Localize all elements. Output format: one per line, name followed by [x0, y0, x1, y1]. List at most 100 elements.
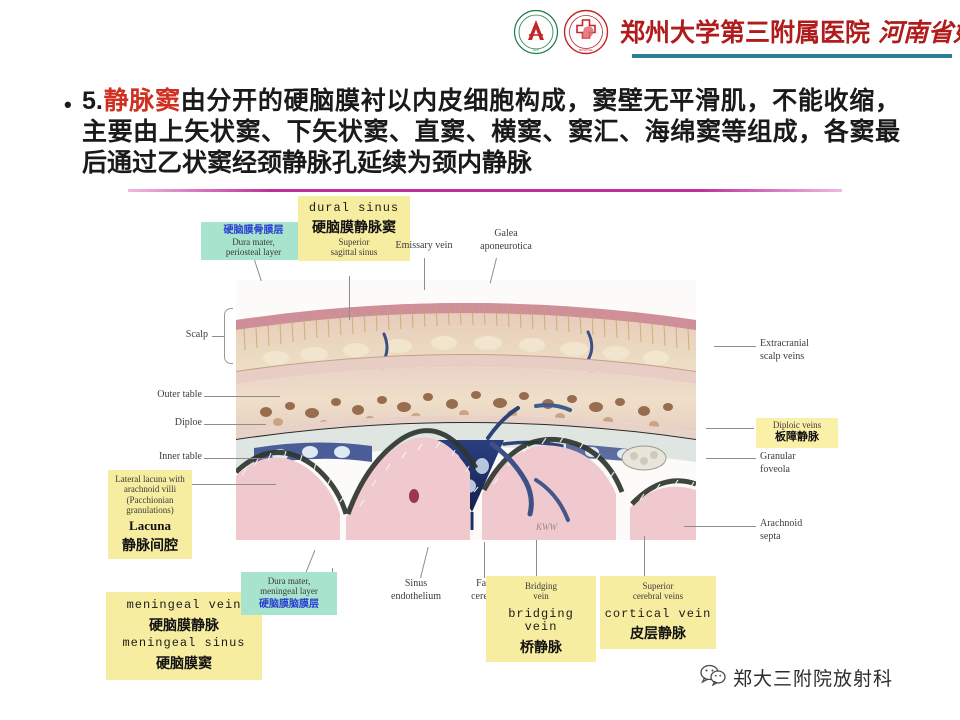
label-meningeal[interactable]: meningeal vein 硬脑膜静脉 meningeal sinus 硬脑膜… — [106, 592, 262, 680]
label-dura-periosteal-en2: periosteal layer — [225, 246, 282, 257]
label-meningeal-vein-en: meningeal vein — [126, 598, 242, 612]
label-diploic-cn: 板障静脉 — [775, 431, 819, 444]
label-inner-table-text: Inner table — [158, 451, 202, 462]
leader-scalp — [212, 336, 224, 337]
hospital-cross-emblem-icon: HOSPITAL — [563, 9, 609, 55]
leader-diploic — [706, 428, 754, 429]
label-meningeal-vein-cn: 硬脑膜静脉 — [149, 616, 219, 633]
label-dural-sinus-sub1: Superior — [338, 236, 370, 247]
body-paragraph: 5.静脉窦由分开的硬脑膜衬以内皮细胞构成，窦壁无平滑肌，不能收缩，主要由上矢状窦… — [82, 86, 900, 179]
label-scalp: Scalp — [144, 329, 208, 342]
label-meningeal-sinus-cn: 硬脑膜窦 — [156, 654, 212, 671]
label-sinus-endo-line2: endothelium — [391, 590, 441, 602]
label-bridging-cn: 桥静脉 — [520, 639, 562, 656]
slide-header: ZZU HOSPITAL 郑州大学第三附属医院河南省妇幼保健院 — [0, 0, 960, 72]
body-paragraph-rest: 由分开的硬脑膜衬以内皮细胞构成，窦壁无平滑肌，不能收缩，主要由上矢状窦、下矢状窦… — [82, 87, 900, 177]
label-galea-aponeurotica: Galea aponeurotica — [466, 228, 546, 253]
label-bridging-en1: Bridging — [524, 581, 557, 591]
label-sinus-endothelium: Sinus endothelium — [368, 578, 464, 603]
label-dura-meningeal-en1: Dura mater, — [267, 576, 311, 586]
label-cortical-mono: cortical vein — [604, 606, 712, 621]
label-dura-meningeal[interactable]: Dura mater, meningeal layer 硬脑膜脑膜层 — [241, 572, 337, 616]
svg-text:KWW: KWW — [535, 522, 559, 532]
scalp-brace — [224, 308, 233, 364]
label-diploic-veins[interactable]: Diploic veins 板障静脉 — [756, 418, 838, 448]
label-arachnoid-line1: Arachnoid — [760, 518, 803, 529]
leader-inner-table — [204, 458, 266, 459]
hospital-title-part1: 郑州大学第三附属医院 — [620, 20, 871, 47]
label-meningeal-sinus-en: meningeal sinus — [122, 635, 246, 650]
label-lacuna-en-bold: Lacuna — [129, 518, 171, 534]
label-dural-sinus[interactable]: dural sinus 硬脑膜静脉窦 Superior sagittal sin… — [298, 196, 410, 261]
label-diploic-en: Diploic veins — [772, 420, 822, 430]
leader-dural-sinus — [349, 276, 350, 320]
label-extracranial-scalp-veins: Extracranial scalp veins — [760, 338, 856, 363]
label-lacuna-en1: Lateral lacuna with — [115, 474, 185, 484]
leader-diploe — [204, 424, 266, 425]
bullet-marker: • — [64, 92, 72, 117]
leader-granular — [706, 458, 756, 459]
label-dural-sinus-en: dural sinus — [308, 201, 400, 215]
label-bridging-en2: vein — [533, 591, 549, 602]
label-falx-cerebri: Falx cerebri — [456, 578, 514, 603]
anatomical-figure: KWW 硬脑膜骨膜层 Dura mater, periosteal l — [104, 196, 860, 680]
leader-emissary-vein — [424, 258, 425, 290]
label-dura-periosteal[interactable]: 硬脑膜骨膜层 Dura mater, periosteal layer — [201, 222, 306, 261]
leader-extracranial — [714, 346, 756, 347]
label-outer-table: Outer table — [124, 389, 202, 402]
label-falx-line2: cerebri — [471, 590, 499, 602]
header-divider — [632, 54, 952, 58]
label-sinus-endo-line1: Sinus — [404, 578, 428, 589]
label-lacuna-cn: 静脉间腔 — [122, 537, 178, 554]
label-emissary-vein-text: Emissary vein — [395, 240, 453, 251]
label-diploe: Diploe — [134, 417, 202, 430]
label-bridging-vein[interactable]: Bridging vein bridging vein 桥静脉 — [486, 576, 596, 663]
label-dural-sinus-cn: 硬脑膜静脉窦 — [312, 218, 396, 235]
label-dura-periosteal-en1: Dura mater, — [232, 236, 275, 247]
label-granular-line1: Granular — [760, 451, 796, 462]
leader-sinus-endothelium — [420, 546, 429, 579]
label-dural-sinus-sub2: sagittal sinus — [330, 247, 378, 258]
label-emissary-vein: Emissary vein — [386, 240, 462, 253]
label-dura-meningeal-en2: meningeal layer — [260, 586, 318, 597]
svg-text:ZZU: ZZU — [533, 48, 540, 52]
slide-body-text: • 5.静脉窦由分开的硬脑膜衬以内皮细胞构成，窦壁无平滑肌，不能收缩，主要由上矢… — [64, 86, 900, 179]
item-number: 5. — [82, 87, 103, 115]
label-diploe-text: Diploe — [174, 417, 202, 428]
wechat-footer: 郑大三附院放射科 — [700, 664, 893, 691]
label-cortical-cn: 皮层静脉 — [630, 625, 686, 642]
leader-arachnoid-septa — [684, 526, 756, 527]
label-dura-meningeal-cn: 硬脑膜脑膜层 — [259, 598, 319, 610]
title-underline — [128, 189, 842, 192]
leader-dura-periosteal — [254, 259, 262, 282]
label-scalp-text: Scalp — [185, 329, 208, 340]
label-galea-line1: Galea — [494, 228, 518, 239]
label-falx-line1: Falx — [476, 578, 494, 589]
zhengzhou-university-emblem-icon: ZZU — [513, 9, 559, 55]
logo-group: ZZU HOSPITAL — [513, 9, 609, 55]
label-inner-table: Inner table — [126, 451, 202, 464]
label-galea-line2: aponeurotica — [480, 240, 532, 252]
label-cortical-en2: cerebral veins — [632, 591, 684, 602]
label-lateral-lacuna[interactable]: Lateral lacuna with arachnoid villi (Pac… — [108, 470, 192, 560]
leader-bridging-vein — [536, 540, 537, 576]
leader-lateral-lacuna — [190, 484, 276, 485]
label-bridging-mono: bridging vein — [508, 606, 574, 635]
svg-text:HOSPITAL: HOSPITAL — [579, 48, 593, 52]
hospital-title: 郑州大学第三附属医院河南省妇幼保健院 — [620, 13, 960, 49]
label-arachnoid-line2: septa — [760, 530, 781, 542]
label-cortical-vein[interactable]: Superior cerebral veins cortical vein 皮层… — [600, 576, 716, 649]
label-lacuna-en3: (Pacchionian — [126, 494, 174, 505]
label-lacuna-en4: granulations) — [126, 505, 174, 516]
leader-falx-cerebri — [484, 542, 485, 578]
wechat-icon — [700, 664, 726, 691]
cross-section-illustration: KWW — [236, 280, 696, 540]
highlight-term: 静脉窦 — [102, 87, 181, 115]
leader-outer-table — [204, 396, 280, 397]
label-arachnoid-septa: Arachnoid septa — [760, 518, 840, 543]
label-granular-line2: foveola — [760, 463, 790, 475]
hospital-title-part2: 河南省妇幼保健院 — [878, 20, 960, 47]
leader-cortical-vein — [644, 536, 645, 576]
label-lacuna-en2: arachnoid villi — [123, 484, 177, 495]
